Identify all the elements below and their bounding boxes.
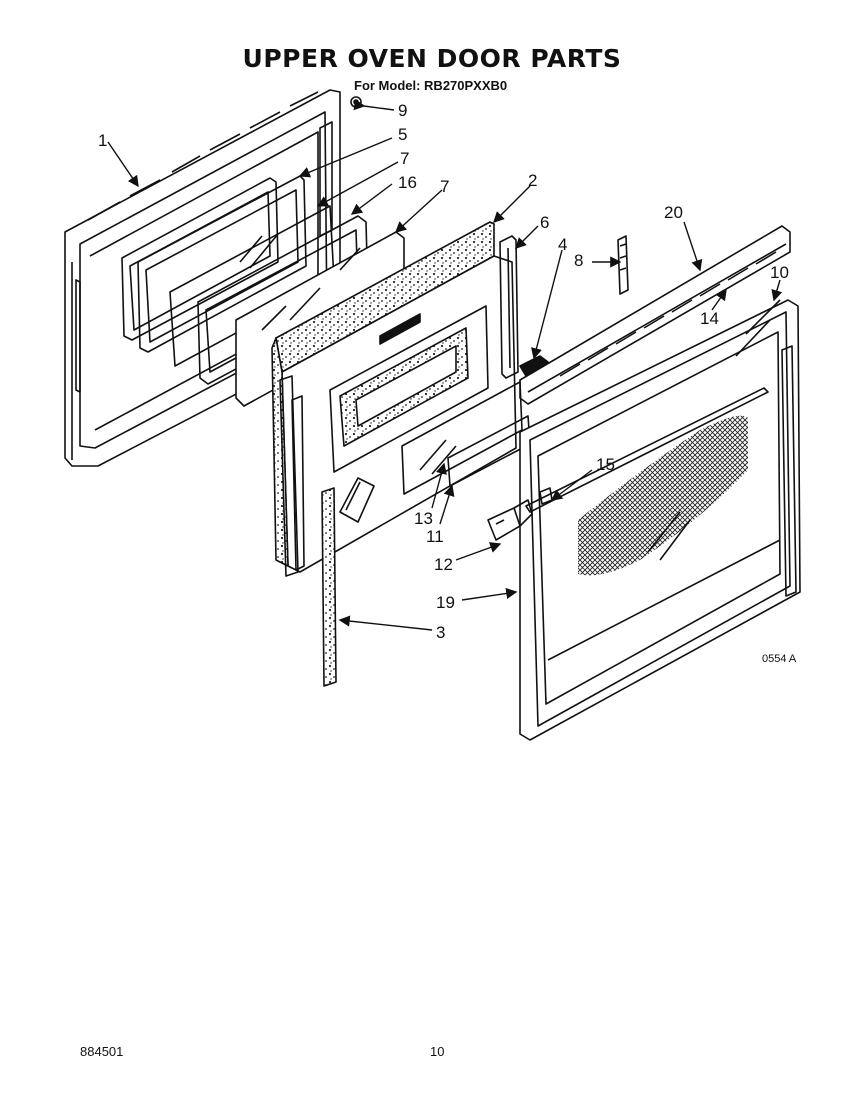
part-9-screw [350,96,362,108]
callout-13: 13 [414,509,433,528]
callout-12: 12 [434,555,453,574]
callout-16: 16 [398,173,417,192]
callout-2: 2 [528,171,537,190]
leader-lines [107,99,783,631]
part-20-top-vent-trim [519,225,791,405]
callout-14: 14 [700,309,719,328]
part-6-side-trim [499,235,519,379]
callout-7-upper: 7 [400,149,409,168]
callout-labels: 1 2 3 4 5 6 7 7 8 9 10 11 12 13 14 15 16… [98,101,797,665]
callout-5: 5 [398,125,407,144]
page-title: UPPER OVEN DOOR PARTS [242,44,622,73]
part-2-inner-liner [271,221,517,573]
part-11-window-panel [401,381,523,495]
callout-9: 9 [398,101,407,120]
model-subtitle: For Model: RB270PXXB0 [354,78,508,93]
callout-3: 3 [436,623,445,642]
part-10-outer-door-glass [519,299,801,741]
callout-20: 20 [664,203,683,222]
figure-code: 0554 A [762,653,797,665]
part-12-hinge-bracket [487,499,533,541]
callout-11: 11 [426,527,444,546]
callout-8: 8 [574,251,583,270]
callout-10: 10 [770,263,789,282]
part-3-door-gasket-strip [321,487,337,687]
callout-6: 6 [540,213,549,232]
callout-19: 19 [436,593,455,612]
page-number: 10 [430,1044,445,1059]
callout-7-lower: 7 [440,177,449,196]
callout-1: 1 [98,131,107,150]
left-side-channel [279,375,305,577]
callout-15: 15 [596,455,615,474]
part-8-clip [617,235,629,295]
doc-number: 884501 [80,1044,124,1059]
callout-4: 4 [558,235,567,254]
